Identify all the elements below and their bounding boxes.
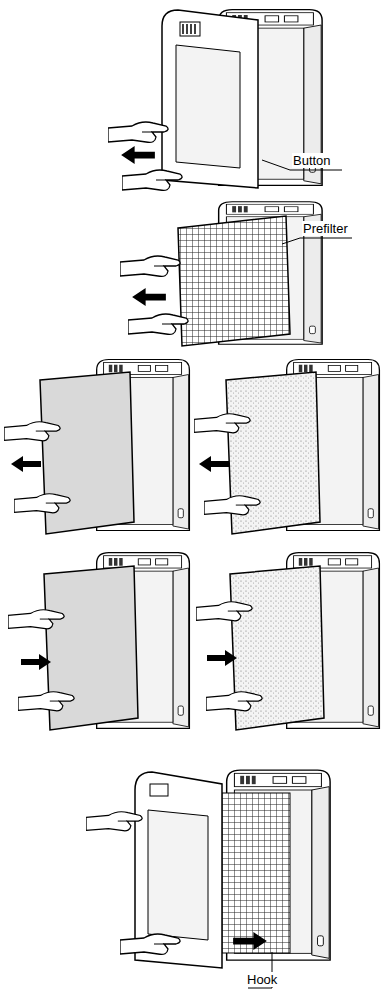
part-label: Button bbox=[292, 153, 332, 168]
part-label: Prefilter bbox=[302, 221, 349, 236]
part-label: Hook bbox=[246, 972, 278, 987]
